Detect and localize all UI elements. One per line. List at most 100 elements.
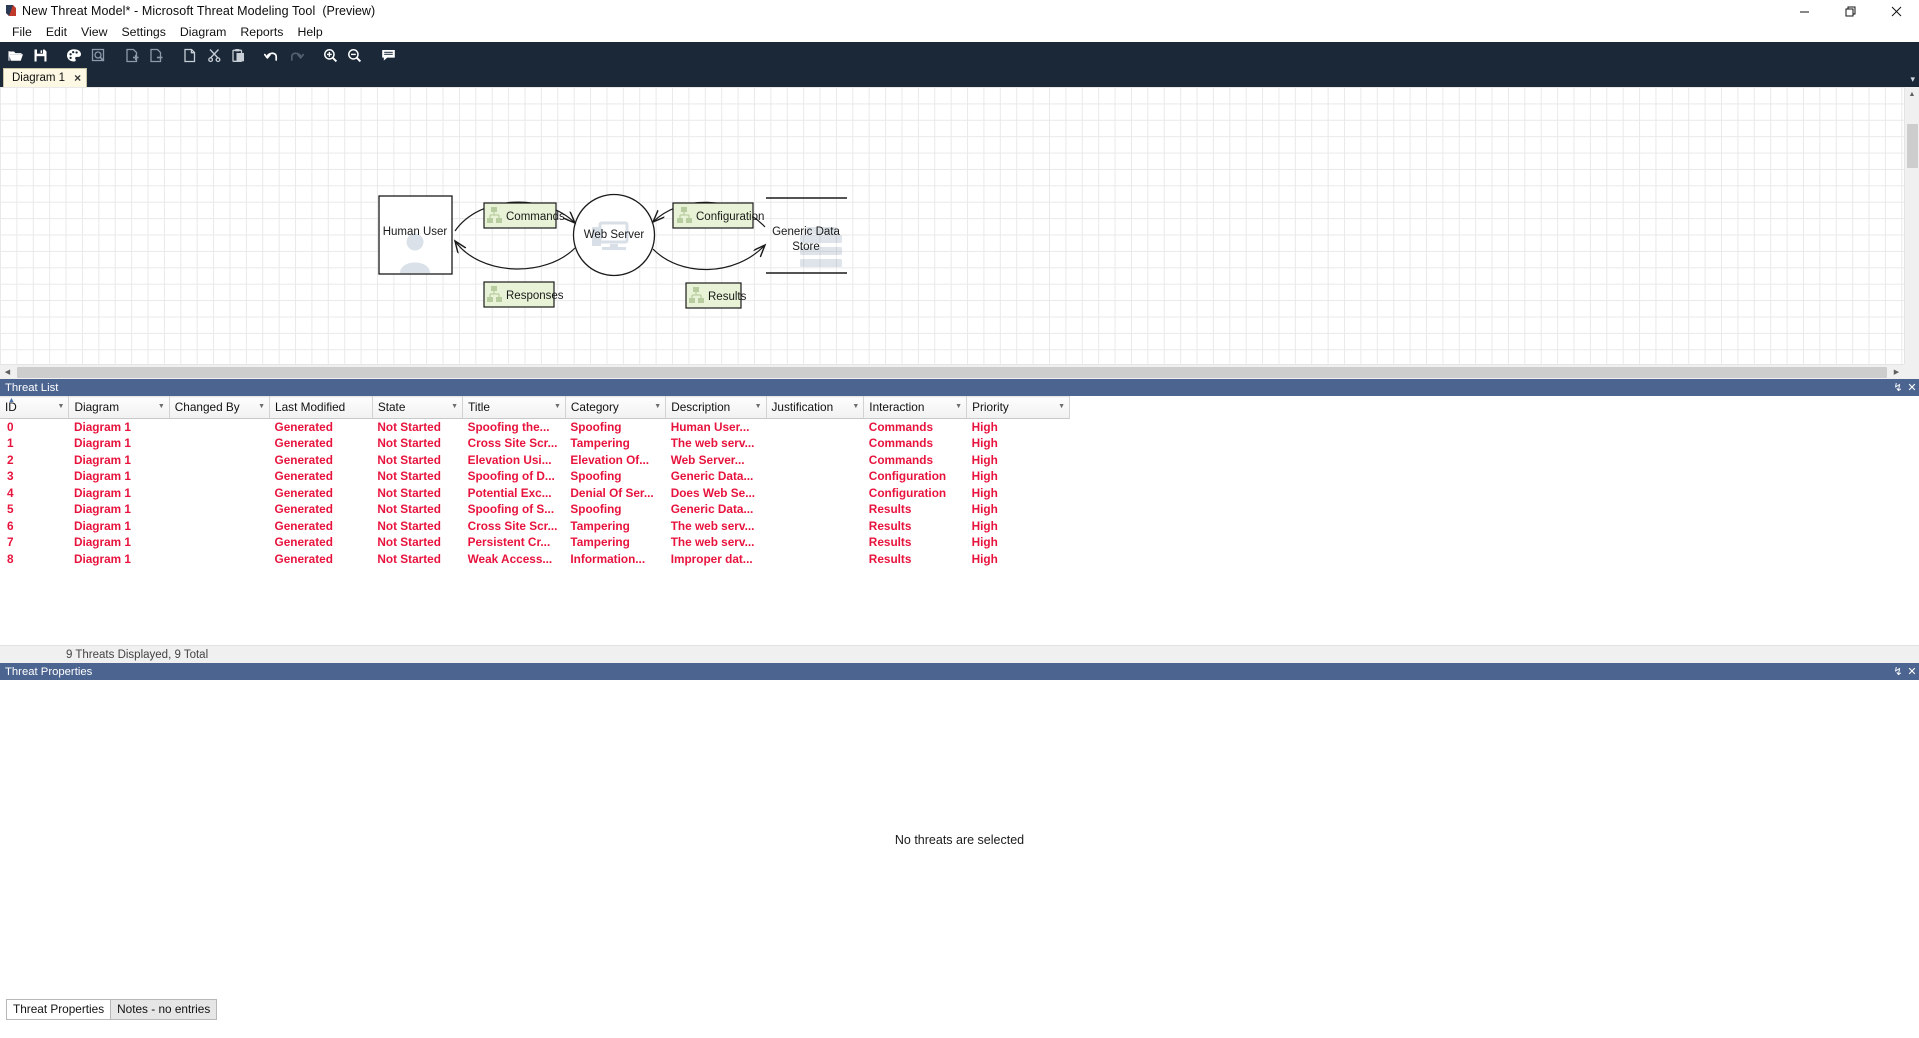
cell-changed_by	[169, 551, 269, 568]
filter-chevron-down-icon-interaction[interactable]: ▼	[955, 403, 963, 410]
cell-interaction: Results	[868, 551, 912, 566]
minimize-button[interactable]	[1781, 0, 1827, 22]
threat-list-grid-wrapper: ▲ ID ▼ Diagram ▼ Changed By ▼	[0, 396, 1919, 645]
column-header-priority[interactable]: Priority ▼	[966, 396, 1070, 419]
cell-changed_by	[169, 452, 269, 469]
undo-icon[interactable]	[260, 43, 284, 67]
cell-diagram: Diagram 1	[73, 436, 131, 451]
remove-diagram-icon[interactable]	[144, 43, 168, 67]
tab-threat-properties[interactable]: Threat Properties	[6, 999, 112, 1020]
column-header-title[interactable]: Title ▼	[462, 396, 566, 419]
cell-description: Generic Data...	[670, 469, 754, 484]
filter-chevron-down-icon-changed-by[interactable]: ▼	[258, 403, 266, 410]
cell-justification	[766, 485, 864, 502]
document-tab-diagram-1[interactable]: Diagram 1 ×	[3, 68, 88, 87]
tab-overflow-chevron-down-icon[interactable]: ▾	[1910, 74, 1915, 84]
threat-list-pin-icon[interactable]: ↯	[1893, 382, 1903, 394]
cell-state: Not Started	[377, 436, 441, 451]
column-header-changed-by[interactable]: Changed By ▼	[169, 396, 271, 419]
column-header-last-modified[interactable]: Last Modified	[269, 396, 373, 419]
threat-count-status: 9 Threats Displayed, 9 Total	[66, 648, 209, 661]
copy-page-icon[interactable]	[178, 43, 202, 67]
threat-list-status-bar: 9 Threats Displayed, 9 Total	[0, 645, 1919, 663]
menu-reports[interactable]: Reports	[240, 25, 284, 39]
add-diagram-icon[interactable]	[120, 43, 144, 67]
scroll-right-arrow-icon[interactable]: ▶	[1893, 369, 1900, 376]
filter-chevron-down-icon-title[interactable]: ▼	[553, 403, 561, 410]
save-icon[interactable]	[28, 43, 52, 67]
menu-edit[interactable]: Edit	[45, 25, 68, 39]
cell-description: Improper dat...	[670, 551, 753, 566]
menu-file[interactable]: File	[12, 25, 32, 39]
threat-list-close-icon[interactable]: ✕	[1907, 382, 1917, 394]
cell-justification	[766, 452, 864, 469]
node-label-human-user: Human User	[383, 226, 448, 238]
monitor-icon	[592, 221, 629, 250]
zoom-out-icon[interactable]	[342, 43, 366, 67]
filter-chevron-down-icon-id[interactable]: ▼	[57, 403, 65, 410]
bottom-filler	[0, 1020, 1919, 1038]
threat-properties-pin-icon[interactable]: ↯	[1893, 666, 1903, 678]
document-tab-close-icon[interactable]: ×	[74, 71, 82, 85]
vertical-scroll-thumb[interactable]	[1906, 124, 1918, 168]
cell-priority: High	[971, 436, 998, 451]
column-header-id[interactable]: ▲ ID ▼	[0, 396, 70, 419]
filter-chevron-down-icon-diagram[interactable]: ▼	[157, 403, 165, 410]
cell-description: Web Server...	[670, 452, 745, 467]
close-button[interactable]	[1873, 0, 1919, 22]
filter-chevron-down-icon-priority[interactable]: ▼	[1058, 403, 1065, 410]
cell-id: 0	[7, 420, 14, 434]
restore-button[interactable]	[1827, 0, 1873, 22]
column-header-description[interactable]: Description ▼	[665, 396, 767, 419]
scrollbar-corner	[1904, 364, 1919, 379]
filter-chevron-down-icon-description[interactable]: ▼	[754, 403, 762, 410]
menu-help[interactable]: Help	[297, 25, 323, 39]
comment-icon[interactable]	[376, 43, 400, 67]
zoom-in-icon[interactable]	[318, 43, 342, 67]
column-header-label-changed-by: Changed By	[174, 400, 240, 414]
tab-notes[interactable]: Notes - no entries	[110, 999, 218, 1020]
palette-icon[interactable]	[62, 43, 86, 67]
column-header-justification[interactable]: Justification ▼	[766, 396, 865, 419]
analysis-view-icon[interactable]	[86, 43, 110, 67]
filter-chevron-down-icon-justification[interactable]: ▼	[852, 403, 860, 410]
cut-icon[interactable]	[202, 43, 226, 67]
canvas-vertical-scrollbar[interactable]: ▲	[1904, 87, 1919, 364]
menu-view[interactable]: View	[81, 25, 108, 39]
paste-icon[interactable]	[226, 43, 250, 67]
filter-chevron-down-icon-category[interactable]: ▼	[654, 403, 662, 410]
filter-chevron-down-icon-state[interactable]: ▼	[451, 403, 459, 410]
column-header-interaction[interactable]: Interaction ▼	[863, 396, 968, 419]
scroll-left-arrow-icon[interactable]: ◀	[4, 369, 11, 376]
no-threats-selected-message: No threats are selected	[894, 832, 1025, 847]
cell-justification	[766, 551, 864, 568]
cell-description: Human User...	[670, 420, 750, 434]
scroll-up-arrow-icon[interactable]: ▲	[1908, 91, 1916, 98]
cell-interaction: Configuration	[868, 469, 947, 484]
threat-properties-close-icon[interactable]: ✕	[1907, 666, 1917, 678]
column-header-state[interactable]: State ▼	[372, 396, 464, 419]
diagram-canvas[interactable]: Human User Web Server	[0, 87, 1904, 364]
horizontal-scroll-thumb[interactable]	[17, 366, 1887, 378]
threat-list-grid: ▲ ID ▼ Diagram ▼ Changed By ▼	[0, 396, 1070, 567]
cell-last_modified: Generated	[274, 518, 333, 533]
column-header-category[interactable]: Category ▼	[565, 396, 667, 419]
menu-settings[interactable]: Settings	[121, 25, 166, 39]
cell-priority: High	[971, 551, 998, 566]
column-header-diagram[interactable]: Diagram ▼	[68, 396, 170, 419]
menu-diagram[interactable]: Diagram	[179, 25, 227, 39]
cell-title: Spoofing of D...	[467, 469, 555, 484]
canvas-horizontal-scrollbar[interactable]: ◀ ▶	[0, 364, 1904, 379]
open-icon[interactable]	[4, 43, 28, 67]
redo-icon[interactable]	[284, 43, 308, 67]
